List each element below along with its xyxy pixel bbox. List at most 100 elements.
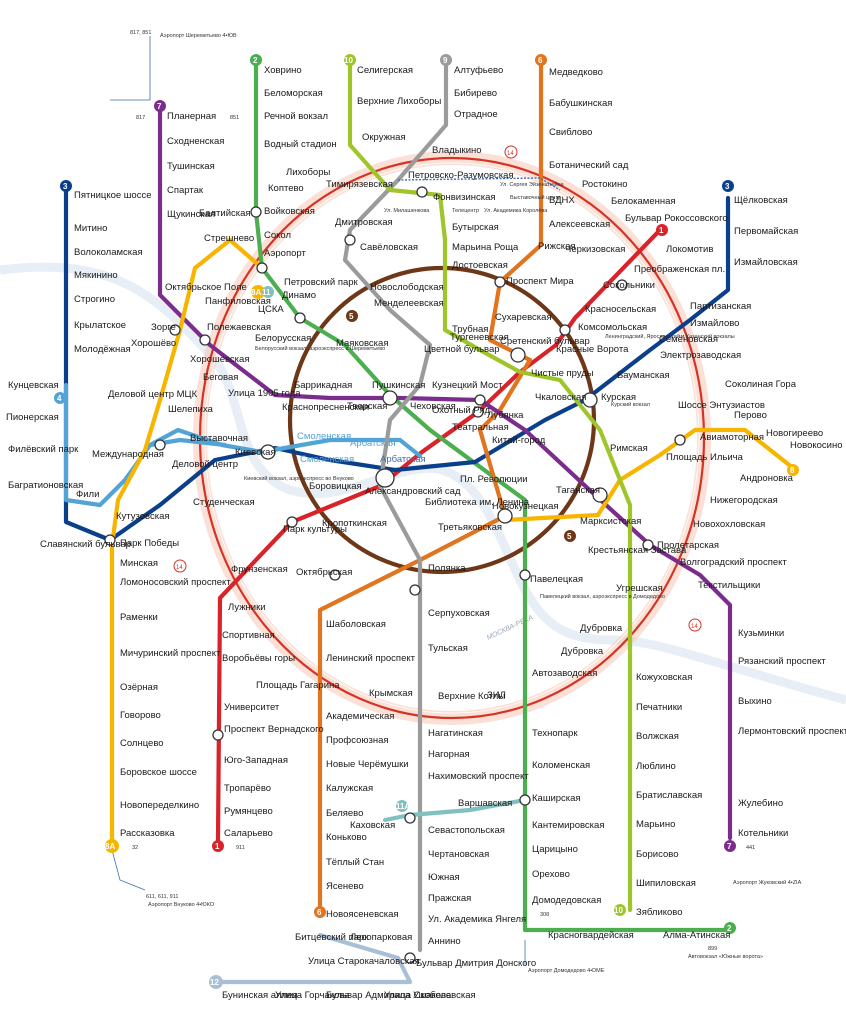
station-label[interactable]: Красные Ворота: [556, 344, 629, 355]
station-label[interactable]: Аэропорт: [264, 248, 306, 259]
station-label[interactable]: Крестьянская Застава: [588, 545, 687, 556]
station-label[interactable]: Братиславская: [636, 790, 702, 801]
station-label[interactable]: Ясенево: [326, 881, 364, 892]
station-label[interactable]: Крымская: [369, 688, 413, 699]
station-label[interactable]: Тульская: [428, 643, 468, 654]
station-label[interactable]: Петровский парк: [284, 277, 359, 288]
station-label[interactable]: Динамо: [282, 290, 316, 301]
station-label[interactable]: Трубная: [452, 324, 488, 335]
station-label[interactable]: Перово: [734, 410, 767, 421]
station-label[interactable]: Кропоткинская: [322, 518, 387, 529]
station-label[interactable]: Славянский бульвар: [40, 539, 131, 550]
station-label[interactable]: Улица Горчакова: [275, 990, 350, 1001]
station-label[interactable]: Коньково: [326, 832, 367, 843]
station-label[interactable]: Баррикадная: [294, 380, 352, 391]
station-label[interactable]: Варшавская: [458, 798, 512, 809]
station-label[interactable]: Пионерская: [6, 412, 59, 423]
station-label[interactable]: Полежаевская: [207, 322, 271, 333]
station-label[interactable]: Филёвский парк: [8, 444, 79, 455]
station-label[interactable]: Тушинская: [167, 161, 215, 172]
station-label[interactable]: Свиблово: [549, 127, 592, 138]
station-label[interactable]: Электрозаводская: [660, 350, 741, 361]
station-label[interactable]: Дубровка: [561, 646, 604, 657]
station-label[interactable]: Улица Скобелевская: [384, 990, 476, 1001]
station-label[interactable]: Сухаревская: [495, 312, 552, 323]
station-label[interactable]: Новохохловская: [693, 519, 765, 530]
station-label[interactable]: Крылатское: [74, 320, 126, 331]
station-label[interactable]: Дубровка: [580, 623, 623, 634]
station-label[interactable]: Третьяковская: [438, 522, 502, 533]
station-label[interactable]: Кутузовская: [116, 511, 170, 522]
station-label[interactable]: Ростокино: [582, 179, 627, 190]
station-label[interactable]: Менделеевская: [374, 298, 444, 309]
station-label[interactable]: Кожуховская: [636, 672, 692, 683]
station-label[interactable]: Ховрино: [264, 65, 302, 76]
station-label[interactable]: Новокосино: [790, 440, 843, 451]
station-label[interactable]: Новослободская: [370, 282, 444, 293]
station-label[interactable]: Пятницкое шоссе: [74, 190, 151, 201]
station-label[interactable]: Ломоносовский проспект: [120, 577, 231, 588]
station-label[interactable]: Петровско-Разумовская: [408, 170, 514, 181]
station-label[interactable]: Алексеевская: [549, 219, 610, 230]
station-label[interactable]: Раменки: [120, 612, 158, 623]
station-label[interactable]: Локомотив: [666, 244, 713, 255]
station-label[interactable]: Улица 1905 года: [228, 388, 301, 399]
station-label[interactable]: Рязанский проспект: [738, 656, 826, 667]
station-label[interactable]: Рассказовка: [120, 828, 175, 839]
station-label[interactable]: Панфиловская: [205, 296, 271, 307]
station-label[interactable]: Смоленская: [300, 454, 354, 465]
station-label[interactable]: Битцевский парк: [295, 932, 369, 943]
station-label[interactable]: Нахимовский проспект: [428, 771, 529, 782]
station-label[interactable]: Курская: [601, 392, 636, 403]
station-label[interactable]: Сходненская: [167, 136, 224, 147]
station-label[interactable]: Деловой центр МЦК: [108, 389, 198, 400]
station-label[interactable]: Белорусская: [255, 333, 311, 344]
station-labels[interactable]: Бульвар Рокоссовского Черкизовская Преоб…: [6, 65, 846, 1001]
station-label[interactable]: Новоясеневская: [326, 909, 399, 920]
station-label[interactable]: Соколиная Гора: [725, 379, 797, 390]
station-label[interactable]: Бауманская: [617, 370, 670, 381]
station-label[interactable]: Пушкинская: [372, 380, 425, 391]
station-label[interactable]: Шипиловская: [636, 878, 696, 889]
station-label[interactable]: Шаболовская: [326, 619, 386, 630]
station-label[interactable]: Марксистская: [580, 516, 641, 527]
station-label[interactable]: Щукинская: [167, 209, 215, 220]
station-label[interactable]: Спартак: [167, 185, 204, 196]
station-label[interactable]: Боровицкая: [309, 481, 362, 492]
station-label[interactable]: Коломенская: [532, 760, 590, 771]
station-label[interactable]: Достоевская: [452, 260, 508, 271]
station-label[interactable]: Лубянка: [487, 410, 524, 421]
station-label[interactable]: Владыкино: [432, 145, 482, 156]
station-label[interactable]: Беляево: [326, 808, 363, 819]
station-label[interactable]: Полянка: [428, 563, 466, 574]
station-label[interactable]: Авиамоторная: [700, 432, 764, 443]
station-label[interactable]: Андроновка: [740, 473, 794, 484]
station-label[interactable]: Парк Победы: [120, 538, 179, 549]
station-label[interactable]: Проспект Мира: [506, 276, 574, 287]
station-label[interactable]: Жулебино: [738, 798, 783, 809]
station-label[interactable]: Октябрьская: [296, 567, 352, 578]
station-label[interactable]: Бульвар Дмитрия Донского: [416, 958, 536, 969]
station-label[interactable]: Бульвар Адмирала Ушакова: [326, 990, 452, 1001]
station-label[interactable]: Парк культуры: [283, 524, 347, 535]
station-label[interactable]: Бунинская аллея: [222, 990, 298, 1001]
station-label[interactable]: Зорге: [151, 322, 176, 333]
station-label[interactable]: Беговая: [203, 372, 238, 383]
station-label[interactable]: Каширская: [532, 793, 581, 804]
station-label[interactable]: Площадь Ильича: [666, 452, 744, 463]
station-label[interactable]: Семёновская: [659, 334, 718, 345]
station-label[interactable]: Измайловская: [734, 257, 798, 268]
station-label[interactable]: Сокольники: [603, 280, 655, 291]
station-label[interactable]: Коптево: [268, 183, 304, 194]
station-label[interactable]: Чкаловская: [535, 392, 586, 403]
station-label[interactable]: Красногвардейская: [548, 930, 634, 941]
station-label[interactable]: Ленинский проспект: [326, 653, 416, 664]
station-label[interactable]: Митино: [74, 223, 107, 234]
station-label[interactable]: ВДНХ: [549, 195, 575, 206]
station-label[interactable]: Студенческая: [193, 497, 255, 508]
station-label[interactable]: ЗИЛ: [487, 690, 506, 701]
station-label[interactable]: Каховская: [350, 820, 395, 831]
station-label[interactable]: Красносельская: [585, 304, 656, 315]
station-label[interactable]: Белокаменная: [611, 196, 676, 207]
station-label[interactable]: Нагорная: [428, 749, 470, 760]
